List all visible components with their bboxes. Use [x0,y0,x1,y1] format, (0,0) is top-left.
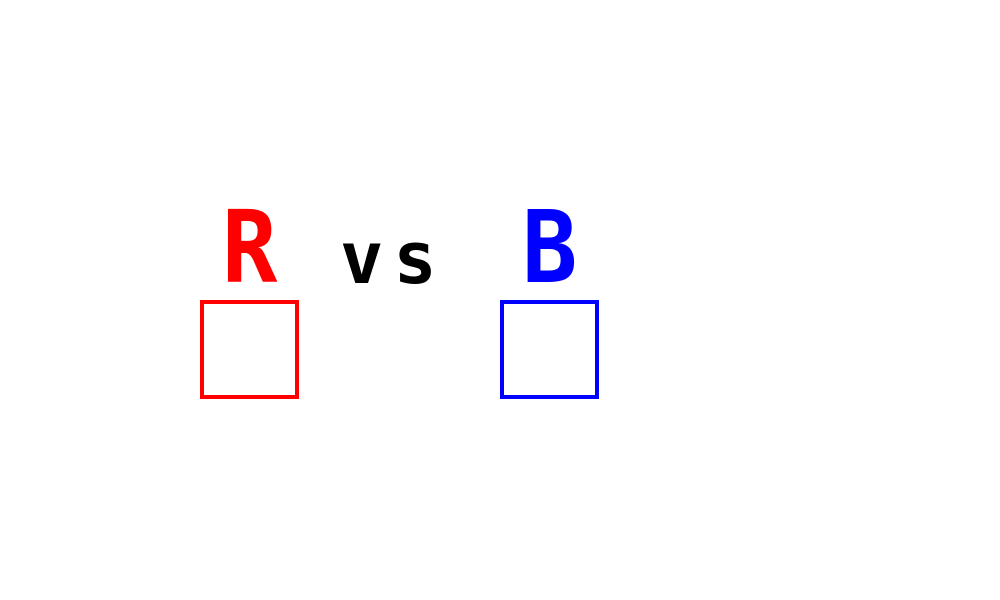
blue-player-label: B [522,189,578,306]
red-player-label: R [222,189,278,306]
blue-player-slot[interactable] [500,300,599,399]
versus-label: vs [340,216,447,300]
red-player-slot[interactable] [200,300,299,399]
